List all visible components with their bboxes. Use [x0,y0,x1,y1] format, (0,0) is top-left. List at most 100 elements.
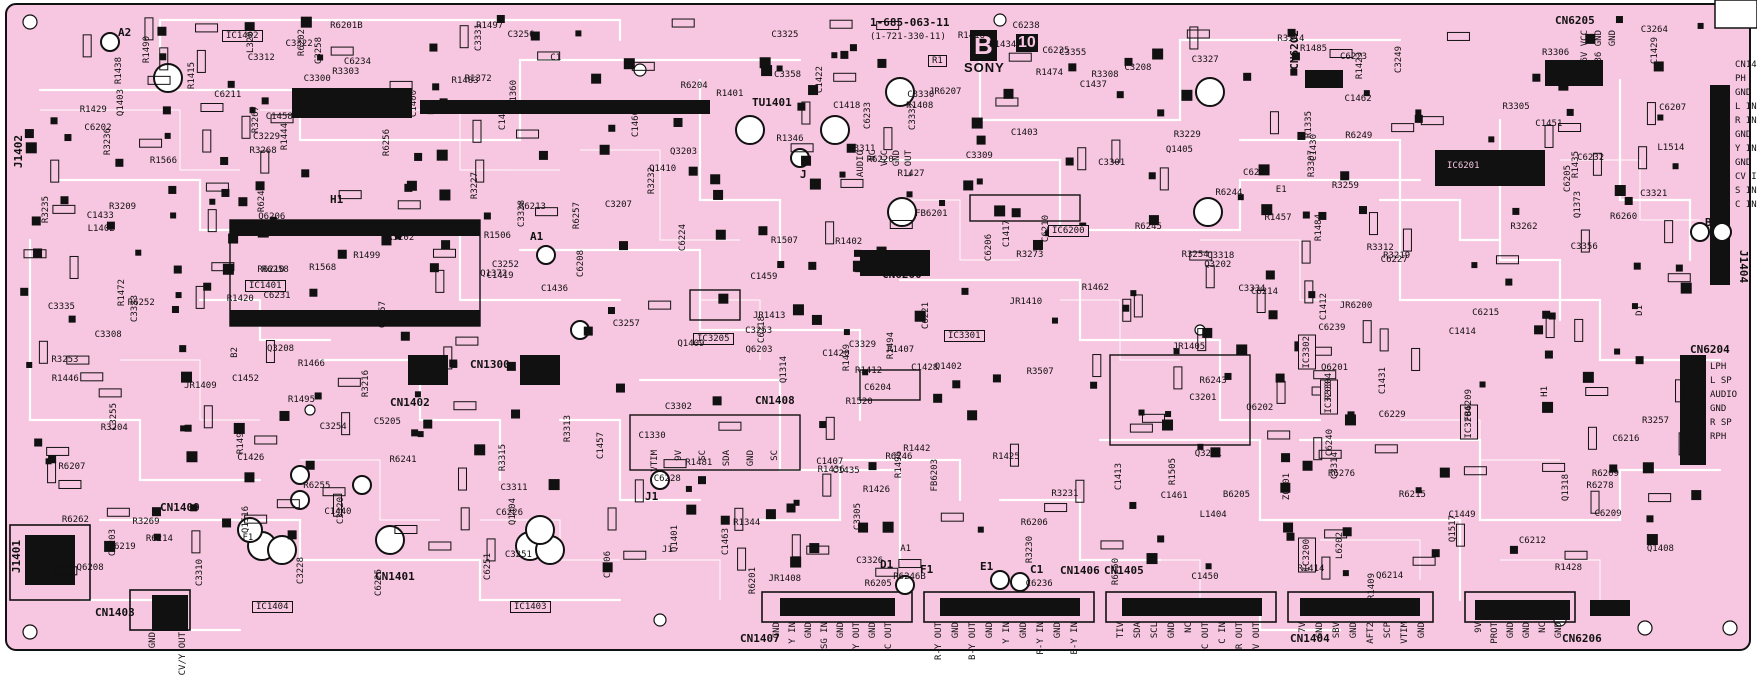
part-outline [1313,370,1337,380]
ref-designator: L1514 [1657,143,1685,154]
ref-designator: R6213 [518,202,546,213]
pad [1414,114,1423,123]
part-outline [1542,462,1566,472]
ref-designator: Q1405 [1165,144,1193,155]
pad [575,30,582,37]
pad [115,158,124,167]
ref-designator: C3318 [1207,251,1235,262]
ref-designator: C3331 [473,23,484,52]
ref-designator: C1450 [1191,572,1219,583]
ref-designator: C1458 [265,111,293,122]
part-outline [265,340,275,364]
pad [963,180,974,191]
pin-label: 36V VCC [1580,30,1590,68]
pad [257,226,269,238]
pad [50,117,58,125]
ref-designator: Q1516 [240,506,251,534]
pad [1302,211,1310,219]
connector-label: CN6206 [1562,632,1602,645]
pad [233,422,245,434]
pad [1471,262,1478,269]
pin-label: GND [148,632,158,649]
ref-designator: C3334 [1238,283,1266,294]
part-outline [663,459,687,469]
pad [1148,172,1156,180]
connector-label: CN1405 [1104,564,1144,577]
part-outline [829,19,853,29]
ref-designator: R1483 [451,75,479,86]
pad [1635,356,1644,365]
pad [60,196,69,205]
pad [1558,80,1569,91]
part-outline [1638,146,1648,170]
ic-label: IC6200 [1048,225,1089,237]
connector-label: CN1300 [470,358,510,371]
pad [591,73,602,84]
ref-designator: R1401 [716,89,744,100]
pad [414,152,423,161]
part-outline [1133,294,1143,318]
pad [720,515,730,525]
pin-label: SDA [1133,622,1143,639]
ref-designator: Q6206 [258,211,286,222]
pad [170,212,177,219]
part-outline [139,138,163,148]
ic-label: IC3302 [1298,335,1316,370]
ref-designator: Q1408 [1646,544,1674,554]
part-outline [1495,255,1519,265]
ref-designator: C6235 [1042,45,1070,56]
part-outline [80,372,104,382]
part-outline [1044,503,1068,513]
pin-label: CN1400 [1735,60,1757,70]
ref-designator: R1474 [1035,67,1063,78]
part-outline [1580,229,1590,253]
ref-designator: R6202 [297,29,308,57]
pad [1672,163,1679,170]
pad [496,15,505,24]
pad [184,424,192,432]
pad [64,134,72,142]
pad [976,178,983,185]
ref-designator: R1402 [835,237,863,248]
ref-designator: C3208 [1124,62,1152,73]
ref-designator: R1408 [906,100,934,111]
pad [31,216,41,226]
part-outline [1313,437,1323,461]
part-outline [205,182,229,192]
ref-designator: R1425 [992,452,1020,463]
ref-designator: R6257 [572,201,583,230]
ref-designator: R1505 [1168,457,1179,486]
ref-designator: R6249 [1345,131,1373,142]
ref-designator: R6246B [893,571,926,582]
part-outline [1402,228,1412,252]
pin-label: GND [1710,404,1727,414]
part-outline [66,355,90,365]
pad [673,117,683,127]
pad [1363,90,1370,97]
ref-designator: D1 [1635,304,1646,316]
part-outline [1009,443,1019,467]
ic-label: IC6201 [1443,160,1484,172]
ref-designator: R1335 [1304,110,1315,138]
pad [961,287,969,295]
pad [1342,527,1352,537]
ref-designator: R1438 [114,56,125,84]
part-outline [1075,479,1085,503]
ref-designator: R1568 [309,263,337,274]
ref-designator: R6210 [257,265,285,276]
part-outline [1675,379,1685,403]
ref-designator: R1415 [186,61,197,89]
pin-label: SG IN [820,622,830,650]
pad [1287,28,1296,37]
ref-designator: R6260 [1610,211,1638,222]
pad [269,216,277,224]
pad [381,235,392,246]
part-outline [1678,432,1688,456]
ref-designator: R6262 [61,514,89,525]
part-outline [191,530,201,554]
pad [287,530,297,540]
ref-designator: R1436 [817,465,845,476]
ref-designator: R1416 [957,31,985,42]
pad [994,205,1006,217]
jack-label: J1402 [12,135,25,169]
